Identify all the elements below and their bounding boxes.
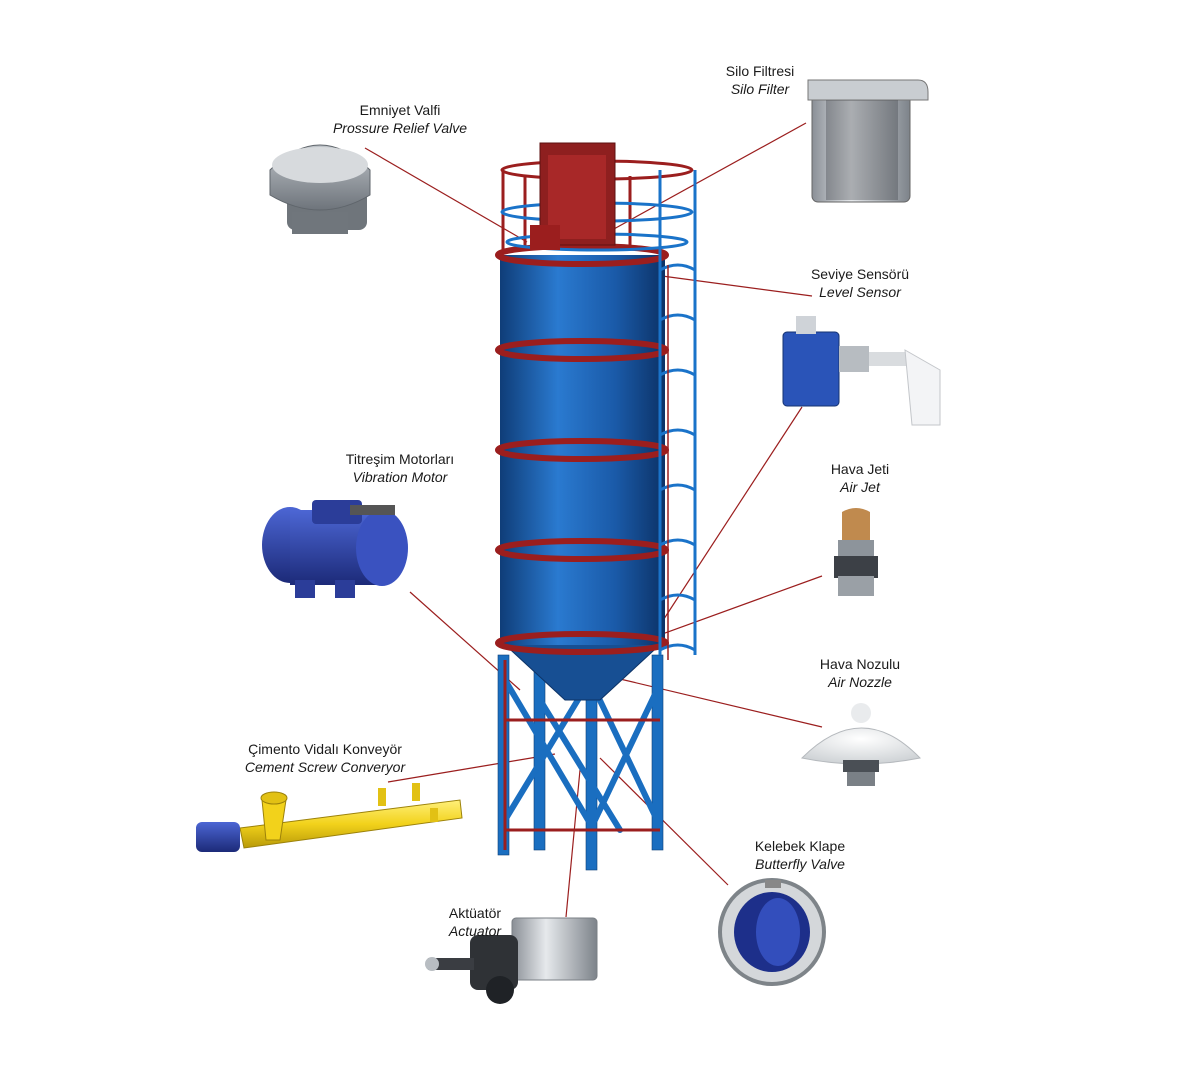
- label-en: Level Sensor: [819, 284, 901, 300]
- air-jet-image: [834, 508, 878, 596]
- label-en: Prossure Relief Valve: [332, 120, 468, 136]
- label-tr: Titreşim Motorları: [345, 451, 455, 467]
- butterfly-valve-image: [718, 878, 826, 986]
- label-en: Butterfly Valve: [755, 856, 845, 872]
- leader-line-butterfly-valve: [599, 757, 729, 886]
- label-level-sensor: Seviye Sensörü Level Sensor: [790, 265, 930, 301]
- label-en: Actuator: [448, 923, 502, 939]
- leader-line-air-jet-2: [659, 406, 803, 626]
- label-tr: Kelebek Klape: [754, 838, 846, 854]
- label-en: Vibration Motor: [352, 469, 448, 485]
- label-tr: Silo Filtresi: [725, 63, 795, 79]
- label-butterfly-valve: Kelebek Klape Butterfly Valve: [735, 837, 865, 873]
- leader-line-actuator: [565, 769, 581, 918]
- silo-filter-image: [807, 79, 929, 203]
- leader-lines: [364, 122, 823, 918]
- cement-screw-conveyor-image: [196, 783, 463, 852]
- label-tr: Seviye Sensörü: [810, 266, 910, 282]
- label-tr: Emniyet Valfi: [359, 102, 441, 118]
- label-vibration-motor: Titreşim Motorları Vibration Motor: [310, 450, 490, 486]
- label-en: Air Jet: [840, 479, 880, 495]
- label-en: Air Nozzle: [828, 674, 892, 690]
- label-air-nozzle: Hava Nozulu Air Nozzle: [800, 655, 920, 691]
- label-tr: Hava Jeti: [830, 461, 890, 477]
- actuator-image: [425, 917, 598, 1004]
- label-tr: Çimento Vidalı Konveyör: [248, 741, 402, 757]
- label-actuator: Aktüatör Actuator: [425, 904, 525, 940]
- leader-line-silo-filter: [602, 122, 807, 236]
- label-tr: Hava Nozulu: [819, 656, 901, 672]
- vibration-motor-image: [262, 500, 408, 598]
- leader-line-pressure-relief-valve: [364, 147, 528, 243]
- label-silo-filter: Silo Filtresi Silo Filter: [690, 62, 830, 98]
- leader-line-level-sensor: [661, 275, 813, 297]
- level-sensor-image: [782, 316, 941, 426]
- label-en: Cement Screw Converyor: [244, 759, 406, 775]
- leader-line-cement-screw-conveyor: [387, 753, 556, 783]
- silo: [495, 142, 697, 871]
- label-en: Silo Filter: [730, 81, 790, 97]
- label-tr: Aktüatör: [448, 905, 502, 921]
- label-pressure-relief-valve: Emniyet Valfi Prossure Relief Valve: [310, 101, 490, 137]
- label-cement-screw-conveyor: Çimento Vidalı Konveyör Cement Screw Con…: [210, 740, 440, 776]
- air-nozzle-image: [800, 703, 921, 786]
- pressure-relief-valve-image: [269, 144, 371, 234]
- label-air-jet: Hava Jeti Air Jet: [800, 460, 920, 496]
